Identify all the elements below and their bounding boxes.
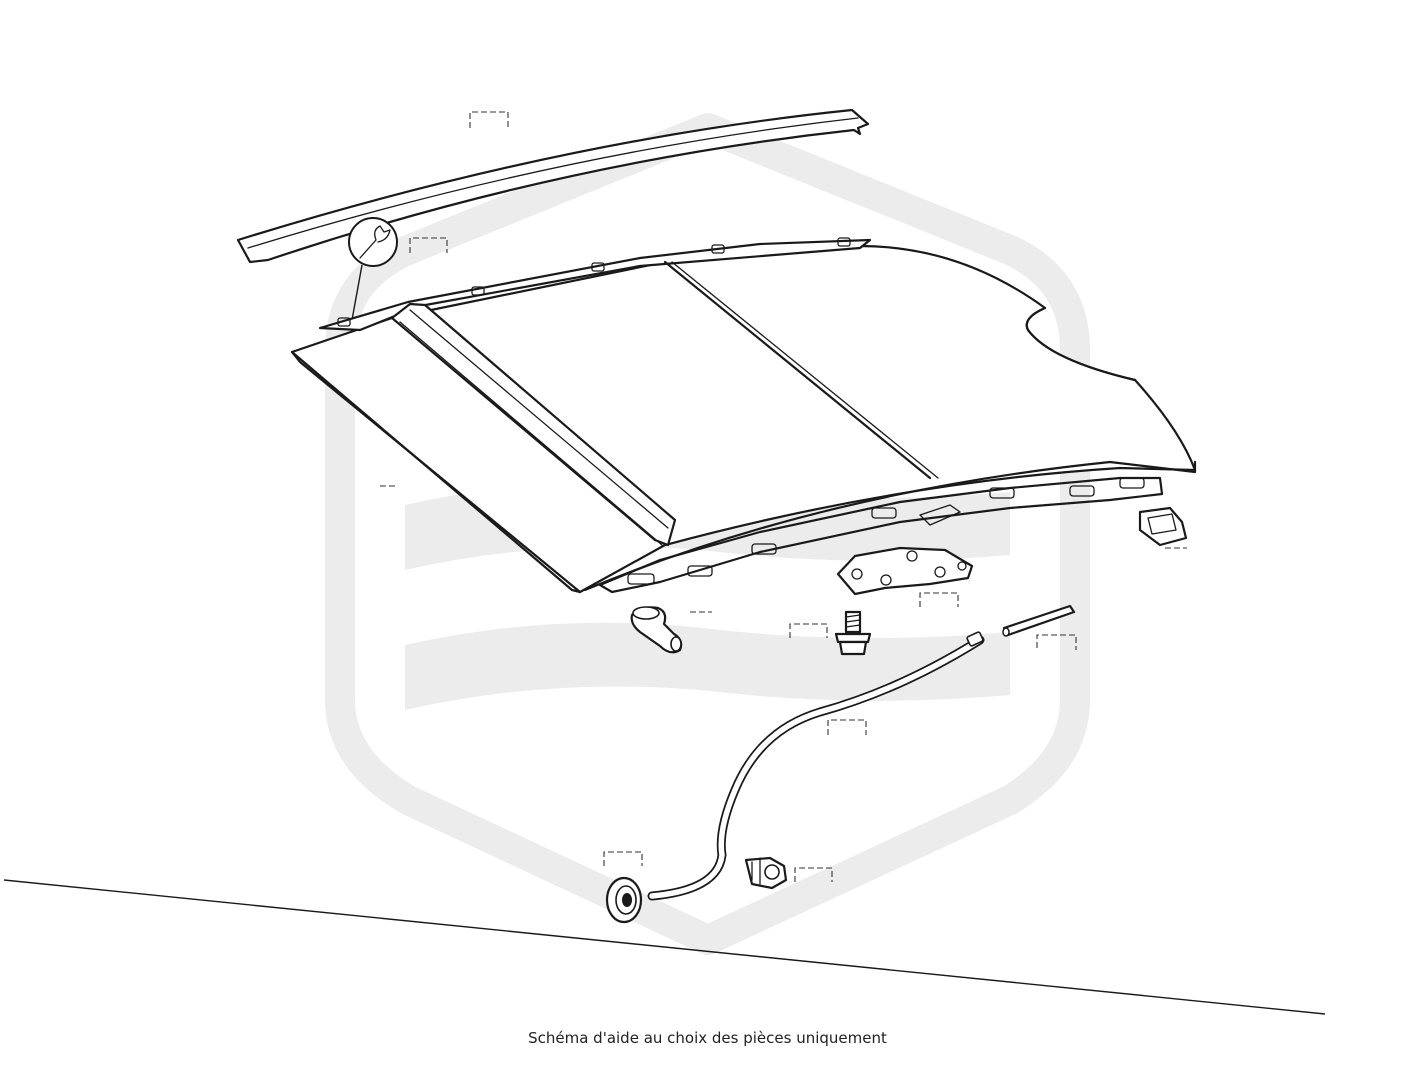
hinge-bracket-icon: [836, 546, 974, 596]
diagram-caption: Schéma d'aide au choix des pièces unique…: [528, 1029, 887, 1047]
clip-icon: [744, 856, 788, 890]
trim-strip-icon: [236, 108, 870, 264]
callout-placeholders: [380, 111, 1187, 882]
latch-striker-icon: [1138, 506, 1188, 547]
hose-elbow-icon: [630, 606, 683, 654]
hood-panel-icon: [290, 237, 1197, 594]
hose-icon: [647, 631, 985, 901]
ground-line: [3, 879, 1326, 1015]
bolt-icon: [834, 610, 872, 656]
grommet-icon: [605, 876, 643, 924]
wrench-icon: [348, 217, 398, 321]
hose-connector-icon: [1002, 604, 1076, 637]
